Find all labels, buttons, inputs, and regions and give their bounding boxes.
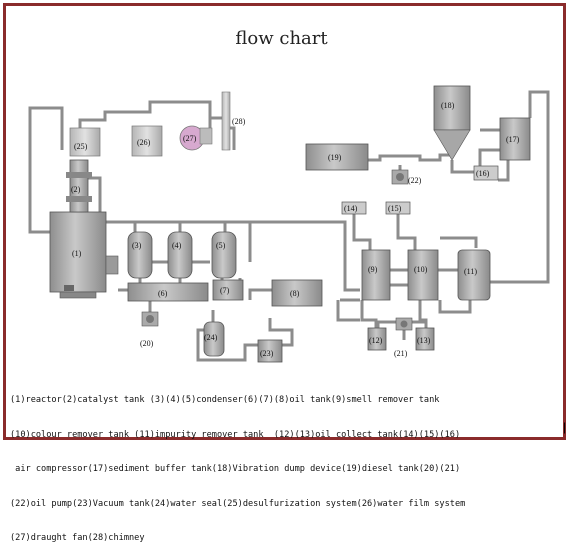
label-oil-collect-tank-13: (13): [417, 336, 431, 345]
gas-main-pipe: [250, 220, 360, 292]
legend-line: air compressor(17)sediment buffer tank(1…: [10, 464, 461, 474]
label-reactor: (1): [72, 249, 82, 258]
label-sediment-buffer-tank: (17): [506, 135, 520, 144]
vacuum-tank: (23): [257, 339, 283, 363]
label-air-compressor-16: (16): [476, 169, 490, 178]
label-impurity-remover-tank: (11): [464, 267, 477, 276]
desulfurization-system: (25): [69, 127, 101, 157]
chimney: (28): [221, 91, 246, 151]
label-vacuum-tank: (23): [260, 349, 274, 358]
oil-pump-22: (22): [391, 169, 422, 185]
label-condenser-4: (4): [172, 241, 182, 250]
label-oil-pump-22: (22): [408, 176, 422, 185]
impurity-remover-tank: (11): [457, 249, 491, 301]
vibration-dump-device: (18): [433, 85, 471, 161]
legend-line: (27)draught fan(28)chimney: [10, 533, 145, 543]
diesel-tank: (19): [305, 143, 369, 171]
catalyst-tank: (2): [66, 159, 92, 213]
sediment-return-pipe: [490, 90, 550, 284]
label-draught-fan: (27): [183, 134, 197, 143]
oil-pump-20: (20): [140, 311, 159, 348]
label-catalyst-tank: (2): [71, 185, 81, 194]
reactor: (1): [49, 211, 119, 299]
label-oil-pump-21: (21): [394, 349, 408, 358]
flow-diagram: (1) (2) (3) (4) (5) (6) (7) (8) (20): [28, 85, 550, 363]
oil-tank-7: (7): [212, 279, 244, 301]
label-desulfurization-system: (25): [74, 142, 88, 151]
oil-tank-8: (8): [271, 279, 323, 307]
label-oil-tank-7: (7): [220, 286, 230, 295]
air-compressor-14: (14): [341, 201, 367, 215]
label-oil-collect-tank-12: (12): [369, 336, 383, 345]
label-smell-remover-tank: (9): [368, 265, 378, 274]
label-colour-remover-tank: (10): [414, 265, 428, 274]
oil-pump-21: (21): [394, 317, 413, 358]
condenser-5: (5): [211, 231, 237, 279]
oil-collect-tank-12: (12): [367, 327, 387, 351]
legend-line: (22)oil pump(23)Vacuum tank(24)water sea…: [10, 498, 466, 509]
page-title: flow chart: [235, 28, 328, 49]
label-chimney: (28): [232, 117, 246, 126]
legend-line: (1)reactor(2)catalyst tank (3)(4)(5)cond…: [10, 395, 440, 405]
condenser-3: (3): [127, 231, 153, 279]
condenser-4: (4): [167, 231, 193, 279]
air-compressor-16: (16): [473, 165, 499, 181]
draught-fan: (27): [179, 125, 213, 151]
label-water-film-system: (26): [137, 138, 151, 147]
water-seal: (24): [203, 321, 225, 357]
sediment-buffer-tank: (17): [499, 117, 531, 161]
edge-mark: |: [563, 420, 567, 434]
label-condenser-3: (3): [132, 241, 142, 250]
legend-line: (10)colour remover tank (11)impurity rem…: [10, 429, 461, 440]
reactor-return-pipe: [28, 106, 64, 234]
label-oil-tank-8: (8): [290, 289, 300, 298]
oil-collect-tank-13: (13): [415, 327, 435, 351]
air-compressor-15: (15): [385, 201, 411, 215]
label-oil-pump-20: (20): [140, 339, 154, 348]
oil-tank-6: (6): [127, 282, 209, 302]
colour-remover-tank: (10): [407, 249, 439, 301]
label-diesel-tank: (19): [328, 153, 342, 162]
legend: (1)reactor(2)catalyst tank (3)(4)(5)cond…: [10, 372, 558, 556]
label-air-compressor-15: (15): [388, 204, 402, 213]
smell-remover-tank: (9): [361, 249, 391, 301]
water-film-system: (26): [131, 125, 163, 157]
label-water-seal: (24): [204, 333, 218, 342]
label-condenser-5: (5): [216, 241, 226, 250]
label-oil-tank-6: (6): [158, 289, 168, 298]
label-vibration-dump-device: (18): [441, 101, 455, 110]
label-air-compressor-14: (14): [344, 204, 358, 213]
